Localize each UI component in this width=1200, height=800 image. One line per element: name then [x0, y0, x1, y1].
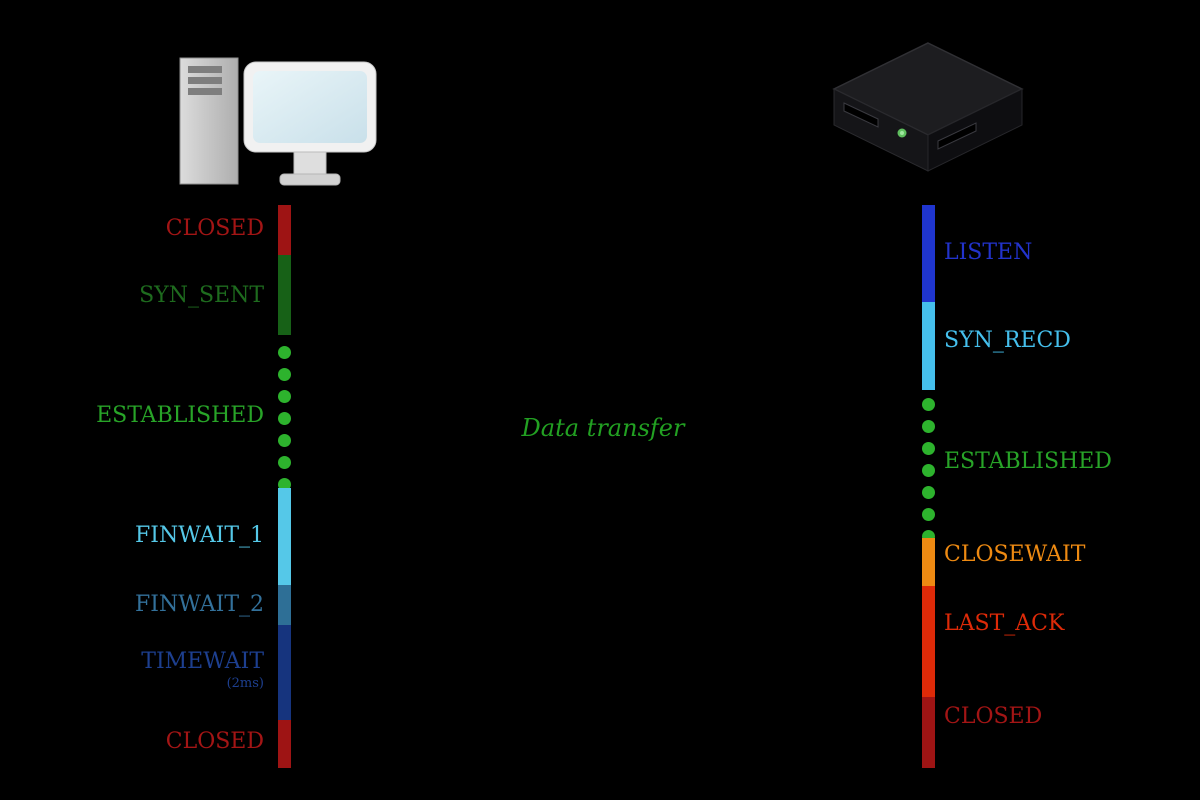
server-timeline-dot-established	[922, 419, 935, 433]
client-timeline-dot-established	[278, 389, 291, 403]
client-timeline-label-syn_sent: SYN_SENT	[4, 282, 264, 310]
client-timeline-label-established: ESTABLISHED	[4, 402, 264, 430]
client-timeline-dot-established	[278, 455, 291, 469]
server-timeline-label-last_ack: LAST_ACK	[944, 610, 1200, 638]
desktop-computer-icon	[172, 52, 382, 192]
server-timeline-segment-closewait	[922, 538, 935, 586]
client-timeline-label-finwait_2: FINWAIT_2	[4, 591, 264, 619]
state-name-text: ESTABLISHED	[96, 403, 264, 428]
state-name-text: CLOSED	[165, 216, 264, 241]
server-timeline-segment-syn_recd	[922, 302, 935, 390]
state-name-text: SYN_SENT	[139, 283, 264, 308]
client-timeline-segment-finwait_2	[278, 585, 291, 625]
state-name-text: SYN_RECD	[944, 328, 1071, 353]
server-timeline-label-closewait: CLOSEWAIT	[944, 541, 1200, 569]
client-timeline-dot-established	[278, 345, 291, 359]
server-timeline-dot-established	[922, 507, 935, 521]
state-name-text: FINWAIT_1	[135, 523, 264, 548]
state-name-text: CLOSED	[165, 729, 264, 754]
state-name-text: CLOSEWAIT	[944, 542, 1086, 567]
client-timeline-segment-syn_sent	[278, 255, 291, 335]
server-timeline-label-listen: LISTEN	[944, 239, 1200, 267]
client-timeline-dot-established	[278, 367, 291, 381]
server-timeline-dot-established	[922, 441, 935, 455]
server-timeline-dot-established	[922, 463, 935, 477]
server-timeline-label-syn_recd: SYN_RECD	[944, 327, 1200, 355]
client-timeline-dot-established	[278, 411, 291, 425]
client-timeline-segment-closed	[278, 720, 291, 768]
data-transfer-label: Data transfer	[521, 414, 685, 442]
server-timeline-segment-closed	[922, 697, 935, 768]
server-timeline-dot-established	[922, 397, 935, 411]
server-timeline-label-closed: CLOSED	[944, 703, 1200, 731]
state-name-text: LAST_ACK	[944, 611, 1065, 636]
state-name-text: ESTABLISHED	[944, 449, 1112, 474]
server-timeline-segment-listen	[922, 205, 935, 302]
client-timeline-segment-timewait	[278, 625, 291, 720]
client-timeline-segment-closed	[278, 205, 291, 255]
state-name-text: FINWAIT_2	[135, 592, 264, 617]
client-timeline-label-closed: CLOSED	[4, 215, 264, 243]
server-timeline-segment-last_ack	[922, 586, 935, 697]
state-name-text: TIMEWAIT	[141, 649, 264, 674]
client-timeline-label-closed: CLOSED	[4, 728, 264, 756]
state-name-text: LISTEN	[944, 240, 1033, 265]
server-timeline-dot-established	[922, 485, 935, 499]
server-box-icon	[826, 35, 1031, 185]
state-sub-text: (2ms)	[226, 676, 264, 691]
server-timeline-label-established: ESTABLISHED	[944, 448, 1200, 476]
client-timeline-label-timewait: TIMEWAIT (2ms)	[4, 648, 264, 692]
client-timeline-segment-finwait_1	[278, 488, 291, 585]
client-timeline-label-finwait_1: FINWAIT_1	[4, 522, 264, 550]
client-timeline-dot-established	[278, 433, 291, 447]
state-name-text: CLOSED	[944, 704, 1043, 729]
client-timeline-dot-established	[278, 477, 291, 491]
